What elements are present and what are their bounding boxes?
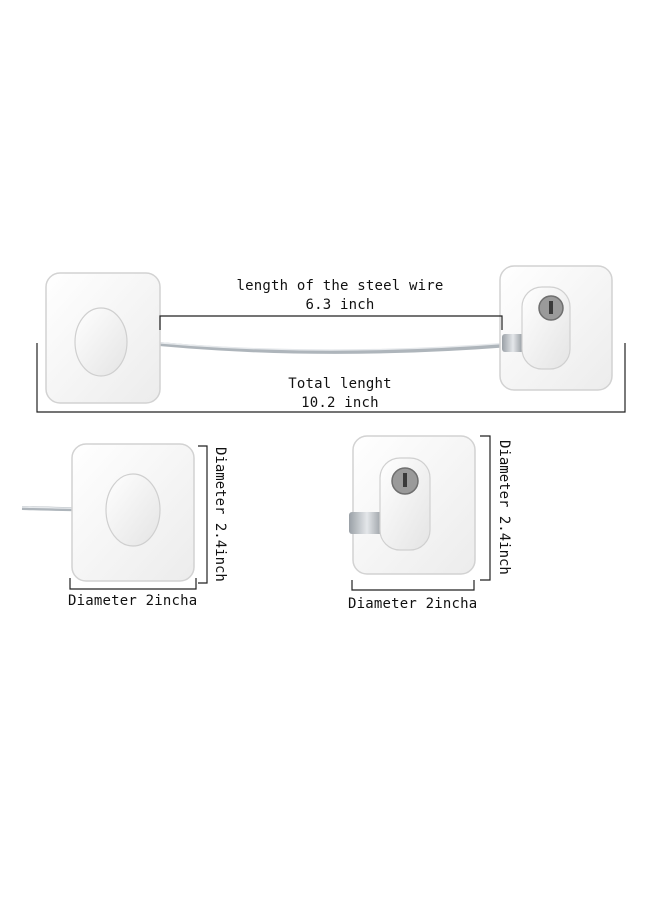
right-vertical-bracket xyxy=(480,435,491,581)
total-length-label-line2: 10.2 inch xyxy=(301,395,379,411)
right-vertical-diameter-label: Diameter 2.4inch xyxy=(496,440,512,575)
total-length-bracket xyxy=(36,343,626,413)
steel-wire xyxy=(119,338,511,354)
left-vertical-diameter-label: Diameter 2.4inch xyxy=(212,447,228,582)
right-lock-plate xyxy=(499,265,613,391)
right-horizontal-diameter-label: Diameter 2incha xyxy=(348,596,478,612)
right-detail-plate xyxy=(349,435,476,575)
total-length-label-line1: Total lenght xyxy=(288,376,392,392)
right-horizontal-bracket xyxy=(351,580,475,591)
wire-length-bracket xyxy=(159,315,503,330)
left-vertical-bracket xyxy=(198,445,208,584)
left-horizontal-diameter-label: Diameter 2incha xyxy=(68,593,198,609)
wire-length-label-line2: 6.3 inch xyxy=(305,297,375,313)
left-anchor-plate xyxy=(45,272,161,404)
left-detail-plate xyxy=(71,443,195,582)
wire-length-label-line1: length of the steel wire xyxy=(236,278,444,294)
left-horizontal-bracket xyxy=(69,578,197,590)
